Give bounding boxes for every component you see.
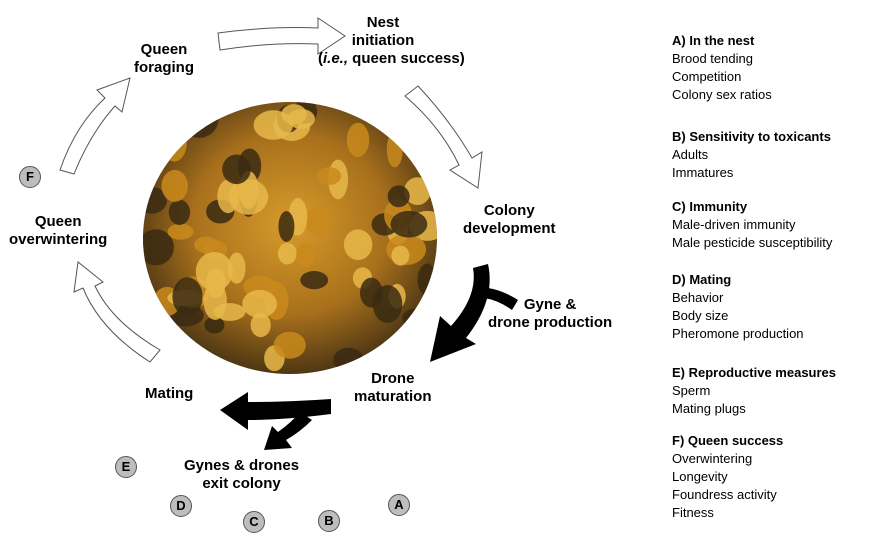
photo-texture-blob (180, 99, 219, 138)
legend-item: Competition (672, 68, 869, 86)
colony-photo (137, 96, 446, 374)
stage-colony-development: Colony development (463, 202, 556, 238)
arrow-drone-to-mating (220, 392, 331, 430)
photo-texture-blob (373, 285, 403, 323)
legend-item: Brood tending (672, 50, 869, 68)
photo-texture-blob (300, 271, 328, 289)
stage-drone-maturation: Drone maturation (354, 370, 432, 406)
photo-texture-blob (172, 277, 202, 316)
photo-texture-blob (168, 224, 194, 240)
legend-item: Immatures (672, 164, 869, 182)
photo-texture-blob (194, 237, 218, 254)
photo-texture-blob (387, 131, 403, 167)
legend-item: Colony sex ratios (672, 86, 869, 104)
stage-gynes-drones-exit: Gynes & drones exit colony (184, 457, 299, 493)
legend-heading: D) Mating (672, 271, 869, 289)
stage-queen-overwintering: Queen overwintering (9, 213, 107, 249)
stage-queen-foraging: Queen foraging (134, 41, 194, 77)
legend-item: Fitness (672, 504, 869, 522)
photo-texture-blob (418, 264, 438, 296)
photo-texture-blob (162, 101, 188, 133)
photo-texture-blob (162, 170, 188, 202)
photo-texture-blob (181, 96, 212, 114)
legend-heading: B) Sensitivity to toxicants (672, 128, 869, 146)
photo-texture-blob (317, 167, 342, 185)
photo-texture-blob (388, 185, 410, 207)
legend-heading: F) Queen success (672, 432, 869, 450)
photo-texture-blob (296, 243, 315, 268)
legend-item: Male pesticide susceptibility (672, 234, 869, 252)
photo-texture-blob (274, 332, 306, 359)
legend-heading: A) In the nest (672, 32, 869, 50)
arrow-mating-to-overwintering (74, 262, 160, 362)
photo-texture-blob (162, 123, 187, 161)
photo-texture-blob (196, 252, 233, 291)
legend-item: Overwintering (672, 450, 869, 468)
photo-texture-blob (391, 246, 409, 266)
photo-texture-blob (278, 243, 297, 265)
photo-texture-blob (229, 179, 268, 215)
legend-heading: E) Reproductive measures (672, 364, 869, 382)
photo-texture-blob (278, 211, 294, 242)
photo-texture-blob (333, 348, 364, 372)
photo-texture-blob (288, 109, 315, 129)
badge-a: A (388, 494, 410, 516)
photo-texture-blob (344, 229, 373, 260)
badge-b: B (318, 510, 340, 532)
legend-item: Body size (672, 307, 869, 325)
legend-b: B) Sensitivity to toxicants Adults Immat… (672, 128, 869, 182)
stage-gyne-drone-production: Gyne & drone production (488, 296, 612, 332)
arrow-gyne-drone-production (430, 264, 490, 362)
legend-e: E) Reproductive measures Sperm Mating pl… (672, 364, 869, 418)
badge-d: D (170, 495, 192, 517)
legend-a: A) In the nest Brood tending Competition… (672, 32, 869, 104)
legend-heading: C) Immunity (672, 198, 869, 216)
legend-c: C) Immunity Male-driven immunity Male pe… (672, 198, 869, 252)
photo-texture-blob (251, 313, 271, 337)
legend-item: Foundress activity (672, 486, 869, 504)
legend-item: Pheromone production (672, 325, 869, 343)
photo-texture-blob (163, 112, 183, 135)
legend-item: Mating plugs (672, 400, 869, 418)
stage-mating: Mating (145, 385, 193, 403)
legend-f: F) Queen success Overwintering Longevity… (672, 432, 869, 522)
stage-nest-initiation: Nest initiation (i.e., queen success) (318, 14, 448, 68)
photo-texture-blob (402, 309, 428, 327)
legend-d: D) Mating Behavior Body size Pheromone p… (672, 271, 869, 343)
legend-item: Longevity (672, 468, 869, 486)
legend-item: Male-driven immunity (672, 216, 869, 234)
photo-texture-blob (347, 123, 369, 157)
legend-item: Adults (672, 146, 869, 164)
legend-item: Sperm (672, 382, 869, 400)
photo-texture-blob (222, 155, 251, 185)
arrow-overwintering-to-foraging (60, 78, 130, 174)
badge-e: E (115, 456, 137, 478)
photo-texture-blob (306, 207, 331, 236)
badge-f: F (19, 166, 41, 188)
photo-texture-blob (391, 211, 428, 238)
badge-c: C (243, 511, 265, 533)
legend-item: Behavior (672, 289, 869, 307)
photo-texture-blob (169, 200, 190, 225)
photo-texture-blob (228, 253, 246, 284)
